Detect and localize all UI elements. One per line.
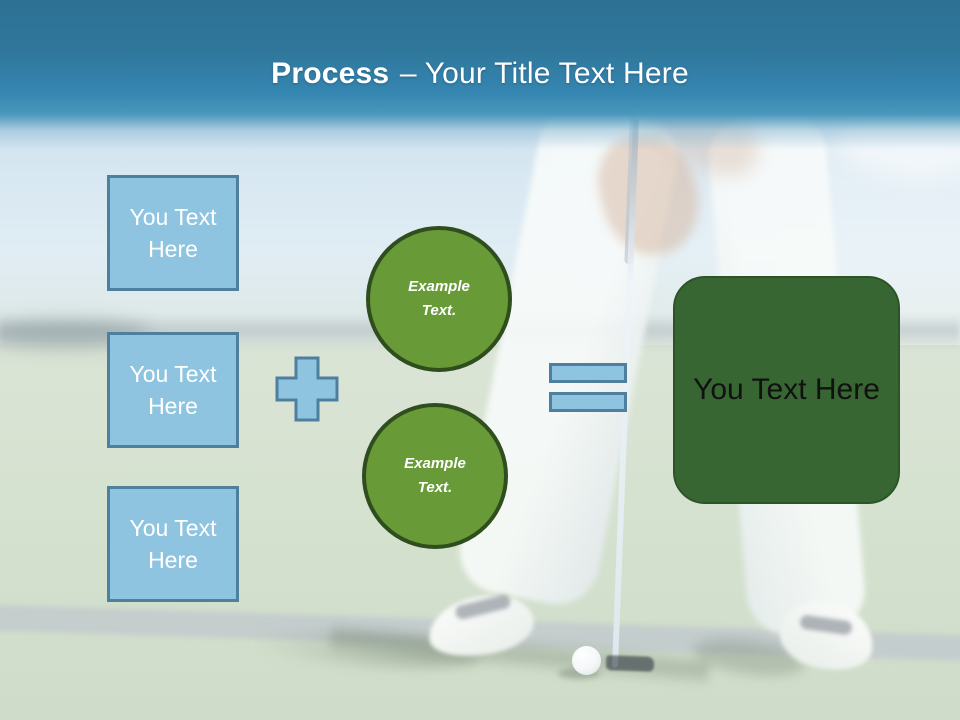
example-circle-1-label: Example Text. <box>408 278 470 319</box>
example-circle-2: Example Text. <box>362 403 508 549</box>
result-box: You Text Here <box>673 276 900 504</box>
example-circle-2-label: Example Text. <box>404 455 466 496</box>
example-circle-1: Example Text. <box>366 226 512 372</box>
golf-ball <box>572 646 601 675</box>
input-box-2: You Text Here <box>107 332 239 448</box>
title-rest: – Your Title Text Here <box>399 57 689 90</box>
header-band <box>0 0 960 150</box>
input-box-1-label: You Text Here <box>129 204 217 262</box>
equals-bar-bottom <box>549 392 627 412</box>
page-title: Process – Your Title Text Here <box>0 52 960 96</box>
equals-bar-top <box>549 363 627 383</box>
input-box-3-label: You Text Here <box>129 515 217 573</box>
golf-ball-shadow <box>558 668 600 679</box>
input-box-1: You Text Here <box>107 175 239 291</box>
input-box-2-label: You Text Here <box>129 361 217 419</box>
putter-head <box>605 655 655 672</box>
input-box-3: You Text Here <box>107 486 239 602</box>
title-emphasis: Process <box>271 57 390 90</box>
plus-icon <box>275 356 339 422</box>
result-box-label: You Text Here <box>693 373 880 406</box>
